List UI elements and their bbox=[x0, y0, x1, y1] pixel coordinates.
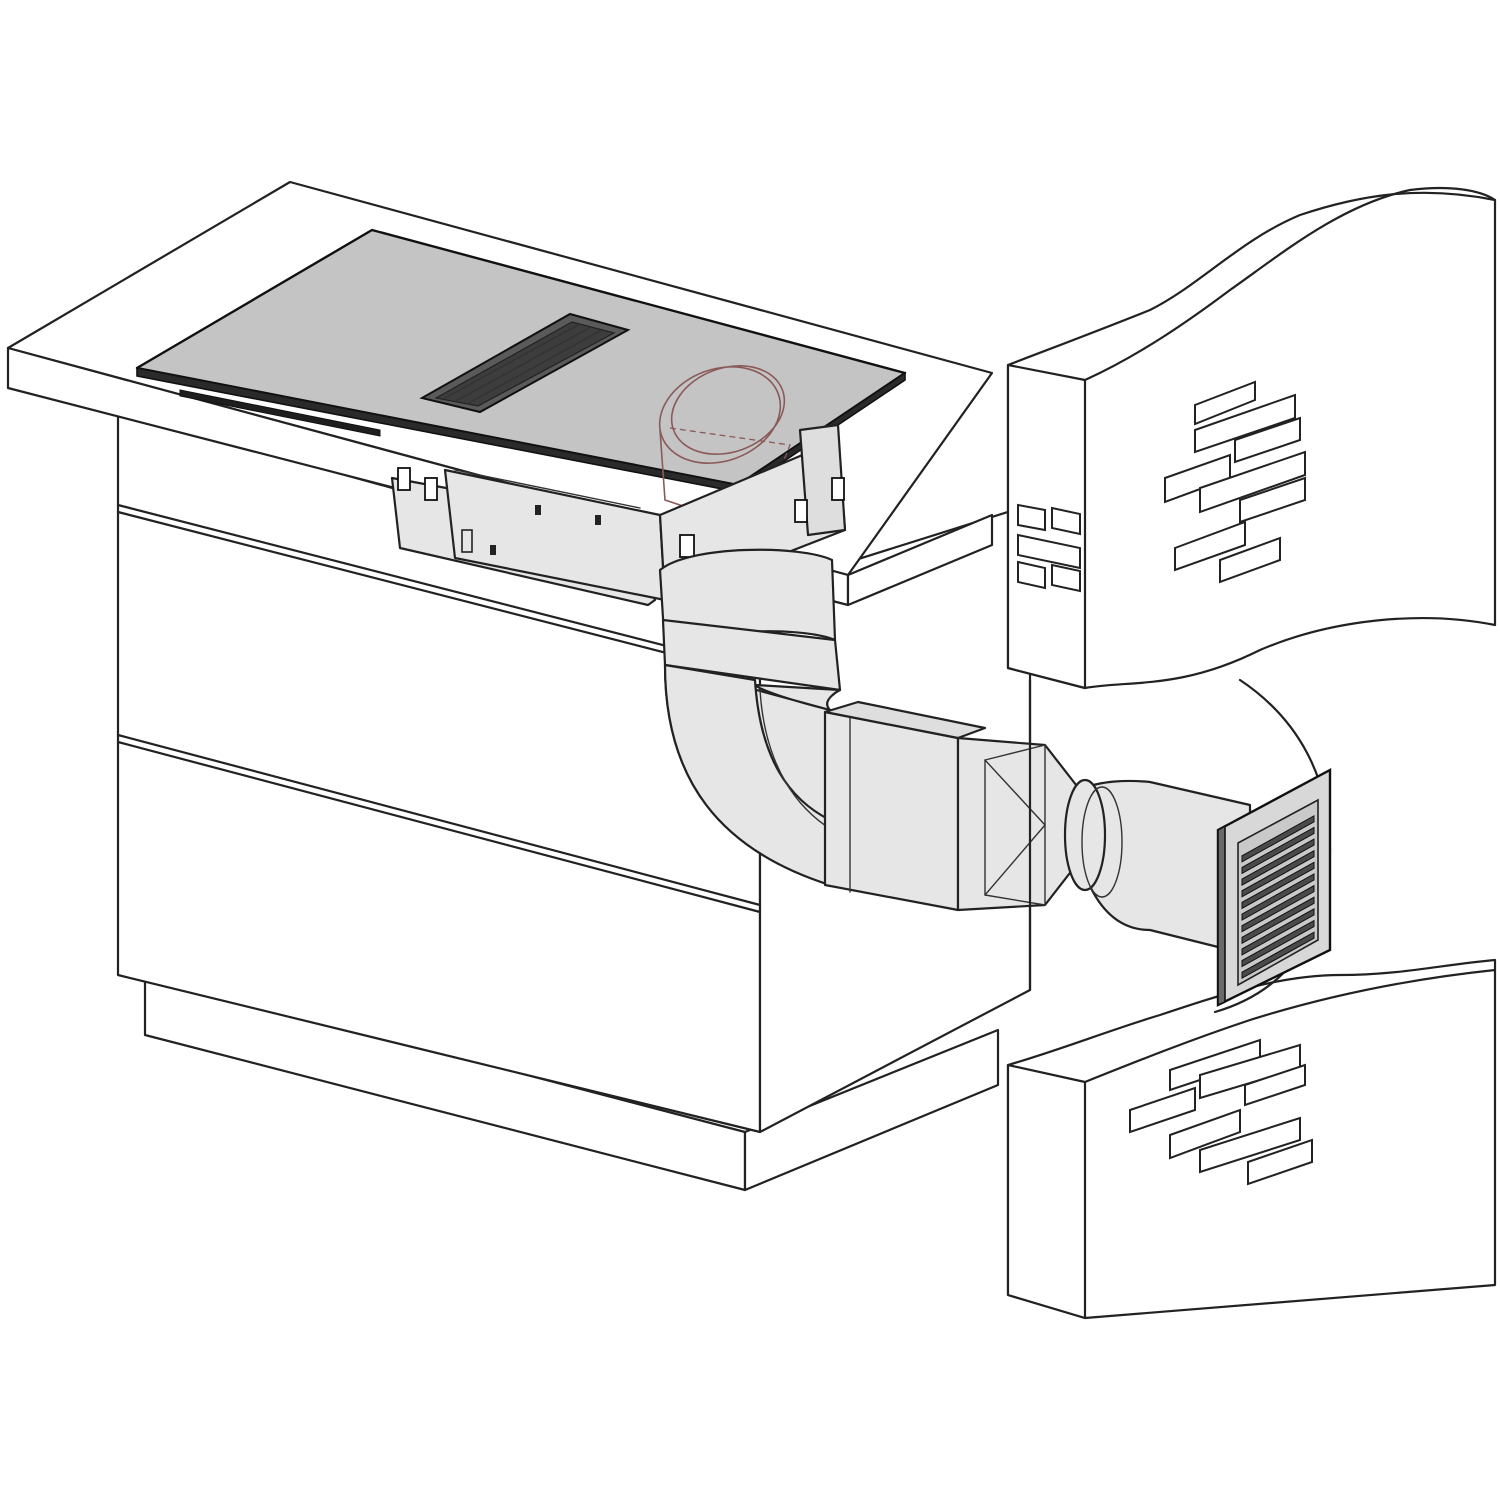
ghost-ring-2 bbox=[670, 365, 786, 455]
brick bbox=[1194, 393, 1296, 454]
grille-louver bbox=[1241, 861, 1315, 910]
brick bbox=[1199, 450, 1306, 514]
brick bbox=[1244, 1063, 1306, 1107]
bricks-side bbox=[1017, 503, 1081, 593]
clip-5 bbox=[831, 477, 845, 501]
round-to-flat-adapter bbox=[956, 736, 1082, 912]
grille-louvers bbox=[1241, 814, 1315, 980]
grille-louver bbox=[1241, 896, 1315, 945]
flat-duct bbox=[823, 710, 960, 912]
brick bbox=[1234, 416, 1301, 464]
wall-upper-edge bbox=[1083, 186, 1497, 382]
brick bbox=[1247, 1138, 1313, 1186]
brick-wall bbox=[1006, 186, 1497, 1320]
bricks-lower bbox=[1129, 1038, 1313, 1186]
drawer-line-2 bbox=[116, 733, 762, 907]
adapter-fold-1 bbox=[984, 744, 1046, 906]
clip-3 bbox=[679, 534, 695, 558]
brick bbox=[1239, 476, 1306, 524]
bricks-upper bbox=[1164, 380, 1306, 584]
downdraft-vent-inner bbox=[434, 321, 616, 407]
duct-run bbox=[658, 548, 1252, 957]
motor-detail-3 bbox=[490, 545, 496, 555]
motor-detail-line bbox=[454, 469, 641, 509]
brick bbox=[1219, 536, 1281, 584]
wall-lower-edge bbox=[1083, 968, 1497, 1084]
hob-control-strip bbox=[179, 389, 381, 437]
brick bbox=[1194, 380, 1256, 426]
vent-slot-2 bbox=[455, 327, 590, 402]
brick bbox=[1051, 506, 1081, 536]
grille-louver bbox=[1241, 931, 1315, 980]
grille-louver bbox=[1241, 873, 1315, 921]
brick bbox=[1129, 1086, 1196, 1134]
grille-louver bbox=[1241, 919, 1315, 968]
motor-detail-1 bbox=[535, 505, 541, 515]
clip-4 bbox=[794, 499, 808, 523]
bend-seam bbox=[759, 689, 833, 831]
grille-inner bbox=[1237, 798, 1319, 987]
wall-upper-side bbox=[1006, 363, 1087, 690]
adapter-fold-2 bbox=[984, 759, 1046, 896]
brick bbox=[1017, 503, 1046, 532]
brick bbox=[1169, 1108, 1241, 1160]
clip-2 bbox=[424, 477, 438, 501]
vent-slot-3 bbox=[466, 330, 601, 405]
vent-slot-1 bbox=[444, 324, 579, 399]
wall-duct-collar bbox=[1063, 778, 1107, 892]
brick bbox=[1017, 560, 1046, 590]
drawer-line-3 bbox=[116, 740, 762, 914]
clip-1 bbox=[397, 467, 411, 491]
motor-detail-4 bbox=[461, 529, 473, 553]
drawer-line-1b bbox=[116, 510, 762, 679]
ghost-ring-1 bbox=[658, 366, 782, 464]
grille-frame-edge bbox=[1217, 824, 1226, 1007]
grille-louver bbox=[1241, 849, 1315, 898]
drawer-line-1 bbox=[116, 503, 762, 672]
wall-duct-collar-ring bbox=[1081, 786, 1123, 898]
wall-lower-side bbox=[1006, 1063, 1087, 1320]
brick bbox=[1199, 1116, 1301, 1174]
island-plinth-side bbox=[743, 1028, 1000, 1192]
brick bbox=[1051, 563, 1081, 593]
grille-louver bbox=[1241, 908, 1315, 956]
grille-louver bbox=[1241, 884, 1315, 933]
motor-detail-2 bbox=[595, 515, 601, 525]
brick bbox=[1174, 520, 1246, 572]
brick bbox=[1017, 533, 1081, 570]
flat-duct-top bbox=[823, 700, 987, 740]
grille-louver bbox=[1241, 838, 1315, 886]
grille-louver bbox=[1241, 814, 1315, 863]
wall-grille bbox=[1216, 767, 1332, 1007]
worktop-side-edge bbox=[846, 513, 994, 607]
grille-louver bbox=[1241, 826, 1315, 875]
